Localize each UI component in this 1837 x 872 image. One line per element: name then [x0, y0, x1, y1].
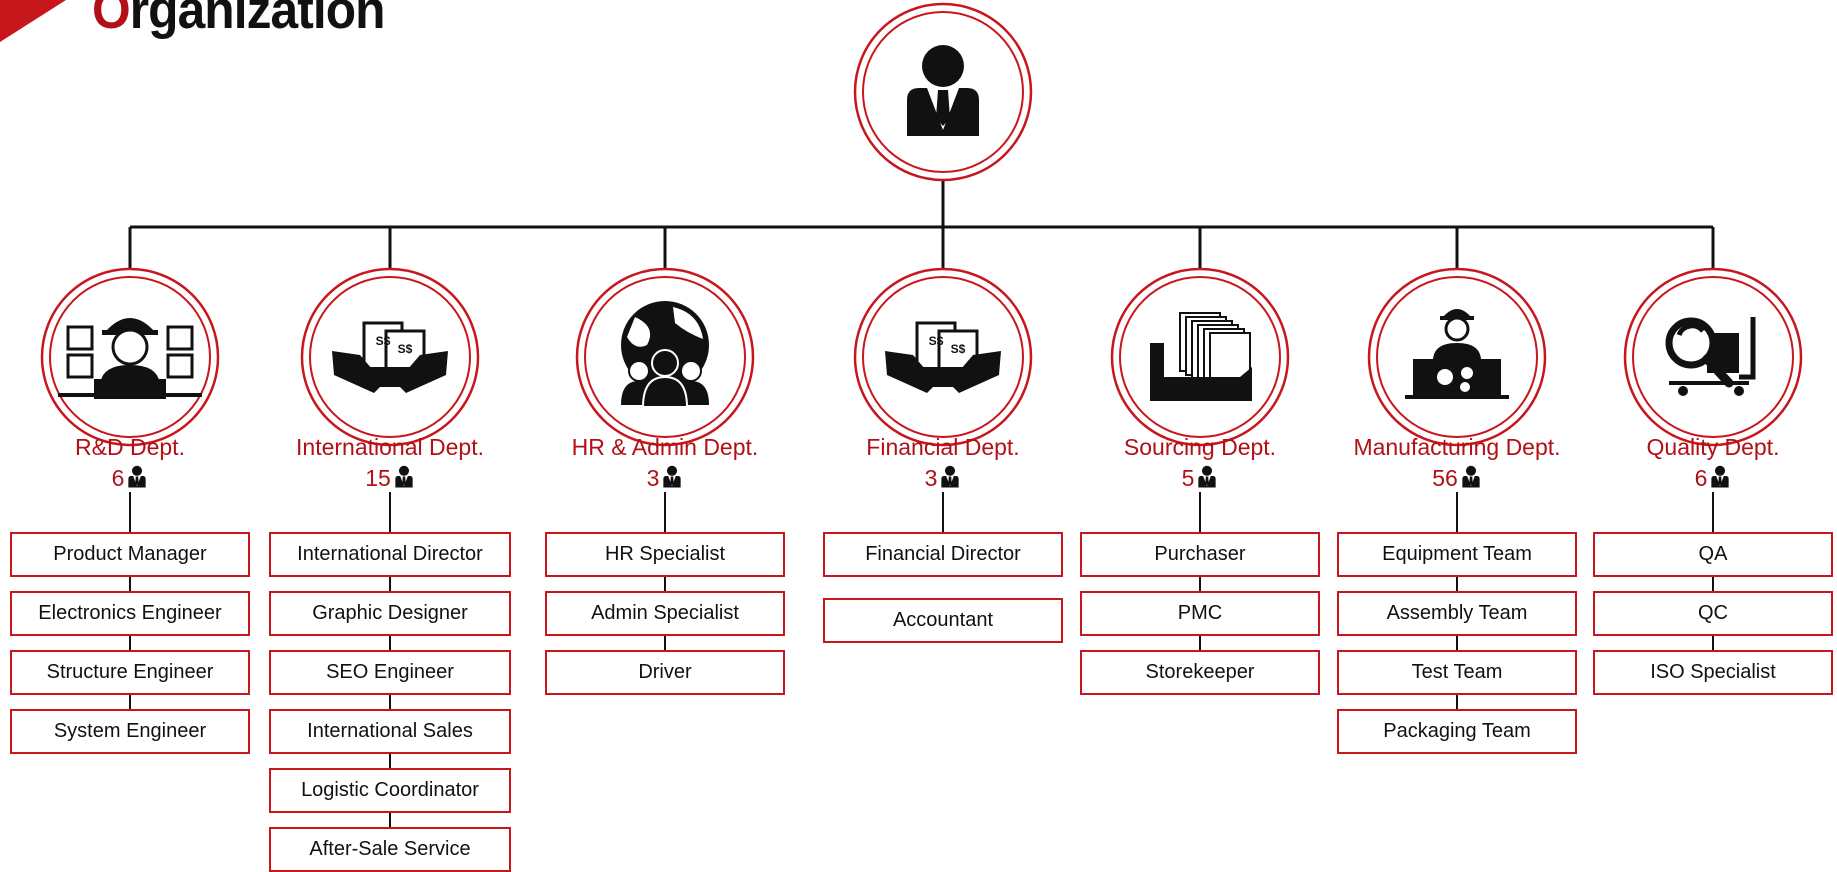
svg-text:S$: S$	[376, 334, 391, 348]
dept-name: R&D Dept.	[75, 434, 185, 460]
role-box: International Sales	[269, 709, 511, 754]
role-box: Graphic Designer	[269, 591, 511, 636]
person-icon	[941, 465, 960, 488]
file-tray-icon	[1150, 312, 1252, 401]
person-icon	[1462, 465, 1480, 488]
headcount-value: 6	[1694, 465, 1708, 491]
svg-text:S$: S$	[929, 334, 944, 348]
role-box: Purchaser	[1080, 532, 1320, 577]
worker-machine-icon	[1405, 309, 1509, 399]
dept-name: Quality Dept.	[1646, 434, 1780, 460]
headcount-value: 15	[365, 465, 391, 491]
person-icon	[128, 465, 147, 488]
person-icon	[128, 465, 147, 488]
role-box: QA	[1593, 532, 1833, 577]
headcount-value: 3	[924, 465, 938, 491]
role-box: Storekeeper	[1080, 650, 1320, 695]
dept-headcount: 56	[1397, 465, 1517, 491]
person-icon	[1711, 465, 1730, 488]
role-box: Electronics Engineer	[10, 591, 250, 636]
role-box: International Director	[269, 532, 511, 577]
role-box: Admin Specialist	[545, 591, 785, 636]
dept-name: HR & Admin Dept.	[571, 434, 759, 460]
person-icon	[395, 465, 413, 488]
title-rest: rganization	[129, 0, 386, 40]
dept-name: Manufacturing Dept.	[1353, 434, 1561, 460]
person-icon	[1198, 465, 1217, 488]
role-box: System Engineer	[10, 709, 250, 754]
role-box: Logistic Coordinator	[269, 768, 511, 813]
svg-text:S$: S$	[951, 342, 966, 356]
globe-team-icon	[621, 301, 709, 408]
role-box: Financial Director	[823, 532, 1063, 577]
role-box: SEO Engineer	[269, 650, 511, 695]
dept-headcount: 15	[330, 465, 450, 491]
headcount-value: 6	[111, 465, 125, 491]
role-box: QC	[1593, 591, 1833, 636]
title-arrow-icon	[0, 0, 66, 42]
dept-circle-2	[575, 267, 755, 447]
handshake-icon: S$ S$	[332, 321, 448, 393]
dept-name: International Dept.	[296, 434, 484, 460]
root-circle	[853, 2, 1033, 182]
role-box: After-Sale Service	[269, 827, 511, 872]
engineer-icon	[58, 318, 202, 399]
dept-circle-6	[1623, 267, 1803, 447]
dept-headcount: 5	[1140, 465, 1260, 491]
person-icon	[663, 465, 682, 488]
inspection-icon	[1665, 317, 1756, 396]
role-box: Driver	[545, 650, 785, 695]
dept-name: Financial Dept.	[866, 434, 1020, 460]
role-box: HR Specialist	[545, 532, 785, 577]
page-title: Organization	[92, 0, 386, 40]
role-box: Equipment Team	[1337, 532, 1577, 577]
person-icon	[907, 45, 979, 136]
headcount-value: 56	[1432, 465, 1458, 491]
dept-circle-3: S$ S$	[853, 267, 1033, 447]
title-first-letter: O	[92, 0, 131, 40]
dept-name: Sourcing Dept.	[1123, 434, 1277, 460]
headcount-value: 5	[1181, 465, 1195, 491]
headcount-value: 3	[646, 465, 660, 491]
dept-headcount: 3	[605, 465, 725, 491]
role-box: PMC	[1080, 591, 1320, 636]
role-box: Product Manager	[10, 532, 250, 577]
person-icon	[395, 465, 413, 488]
dept-headcount: 3	[883, 465, 1003, 491]
person-icon	[1462, 465, 1480, 488]
person-icon	[1198, 465, 1217, 488]
role-box: Test Team	[1337, 650, 1577, 695]
role-box: Structure Engineer	[10, 650, 250, 695]
role-box: Packaging Team	[1337, 709, 1577, 754]
person-icon	[1711, 465, 1730, 488]
dept-circle-4	[1110, 267, 1290, 447]
dept-circle-5	[1367, 267, 1547, 447]
person-icon	[941, 465, 960, 488]
role-box: ISO Specialist	[1593, 650, 1833, 695]
dept-headcount: 6	[1653, 465, 1773, 491]
dept-headcount: 6	[70, 465, 190, 491]
dept-circle-1: S$ S$	[300, 267, 480, 447]
dept-circle-0	[40, 267, 220, 447]
person-icon	[663, 465, 682, 488]
handshake-icon: S$ S$	[885, 321, 1001, 393]
svg-text:S$: S$	[398, 342, 413, 356]
role-box: Accountant	[823, 598, 1063, 643]
role-box: Assembly Team	[1337, 591, 1577, 636]
